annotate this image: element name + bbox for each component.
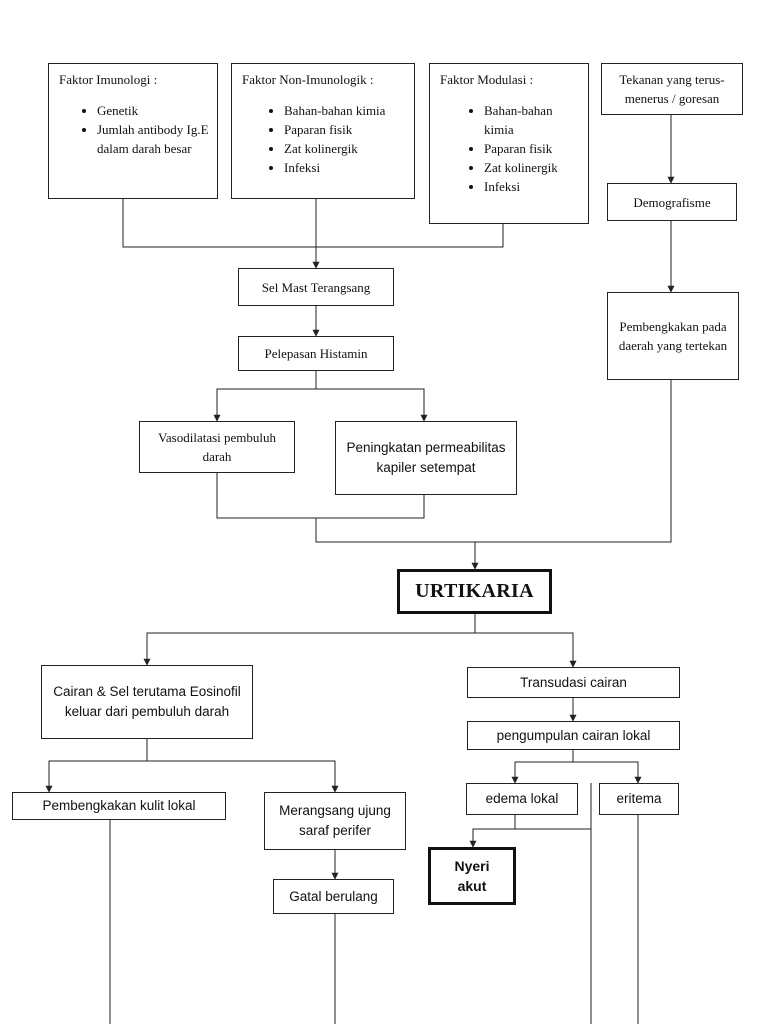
node-urtikaria: URTIKARIA [397,569,552,614]
arrow-to-vasodilatasi [213,371,317,422]
factor-title: Faktor Imunologi : [59,72,158,87]
node-permeabilitas-label: Peningkatan permeabilitas kapiler setemp… [346,440,506,475]
node-edema-label: edema lokal [485,791,559,806]
node-histamin: Pelepasan Histamin [238,336,394,371]
factor-item: Bahan-bahan kimia [484,101,582,139]
node-merangsang-label: Merangsang ujung saraf perifer [279,803,391,838]
factor-item: Genetik [97,101,211,120]
node-merangsang: Merangsang ujung saraf perifer [264,792,406,850]
factor-item: Paparan fisik [484,139,582,158]
factor-item: Bahan-bahan kimia [284,101,408,120]
node-eritema-label: eritema [616,791,662,806]
arrow-to-edema [511,750,574,784]
arrow-to-merangsang [147,760,339,793]
factor-item: Infeksi [284,158,408,177]
factor-box-modulasi: Faktor Modulasi : Bahan-bahan kimia Papa… [429,63,589,224]
node-eritema: eritema [599,783,679,815]
factor-item: Zat kolinergik [284,139,408,158]
node-nyeri-label: Nyeri akut [454,858,490,894]
node-histamin-label: Pelepasan Histamin [264,346,368,361]
merge-line-vaso-perm [216,473,425,519]
factor-box-imunologi: Faktor Imunologi : Genetik Jumlah antibo… [48,63,218,199]
node-sel-mast: Sel Mast Terangsang [238,268,394,306]
node-edema: edema lokal [466,783,578,815]
factor-title: Faktor Modulasi : [440,72,534,87]
node-pembengkakan-tertekan-label: Pembengkakan pada daerah yang tertekan [618,319,728,353]
node-cairan-sel: Cairan & Sel terutama Eosinofil keluar d… [41,665,253,739]
arrow-to-nyeri [469,815,516,848]
node-gatal-label: Gatal berulang [289,888,378,904]
node-transudasi: Transudasi cairan [467,667,680,698]
arrow-to-permeabilitas [316,388,428,422]
node-pembengkakan-kulit-label: Pembengkakan kulit lokal [42,798,196,813]
node-gatal: Gatal berulang [273,879,394,914]
arrow-to-pembengkakan-kulit [45,739,148,793]
factor-item: Paparan fisik [284,120,408,139]
factor-item: Infeksi [484,177,582,196]
line-tertekan-to-urtikaria [475,380,672,543]
node-nyeri: Nyeri akut [428,847,516,905]
factor-item: Zat kolinergik [484,158,582,177]
node-cairan-sel-label: Cairan & Sel terutama Eosinofil keluar d… [53,684,241,719]
node-permeabilitas: Peningkatan permeabilitas kapiler setemp… [335,421,517,495]
arrow-to-eritema [573,761,642,784]
factor-title: Faktor Non-Imunologik : [242,72,374,87]
factors-merge-line [122,199,504,248]
node-sel-mast-label: Sel Mast Terangsang [261,279,371,295]
node-pembengkakan-kulit: Pembengkakan kulit lokal [12,792,226,820]
node-tekanan-label: Tekanan yang terus-menerus / goresan [619,72,725,106]
node-vasodilatasi-label: Vasodilatasi pembuluh darah [157,430,277,464]
node-urtikaria-label: URTIKARIA [415,580,534,602]
node-vasodilatasi: Vasodilatasi pembuluh darah [139,421,295,473]
merge-line-to-urtikaria [315,518,475,543]
arrow-to-transudasi [146,632,577,668]
factor-item: Jumlah antibody Ig.E dalam darah besar [97,120,211,158]
node-pengumpulan-label: pengumpulan cairan lokal [496,727,651,743]
node-transudasi-label: Transudasi cairan [520,674,627,690]
node-demografisme: Demografisme [607,183,737,221]
node-pembengkakan-tertekan: Pembengkakan pada daerah yang tertekan [607,292,739,380]
node-pengumpulan: pengumpulan cairan lokal [467,721,680,750]
node-tekanan: Tekanan yang terus-menerus / goresan [601,63,743,115]
factor-box-non-imunologik: Faktor Non-Imunologik : Bahan-bahan kimi… [231,63,415,199]
node-demografisme-label: Demografisme [633,194,711,210]
